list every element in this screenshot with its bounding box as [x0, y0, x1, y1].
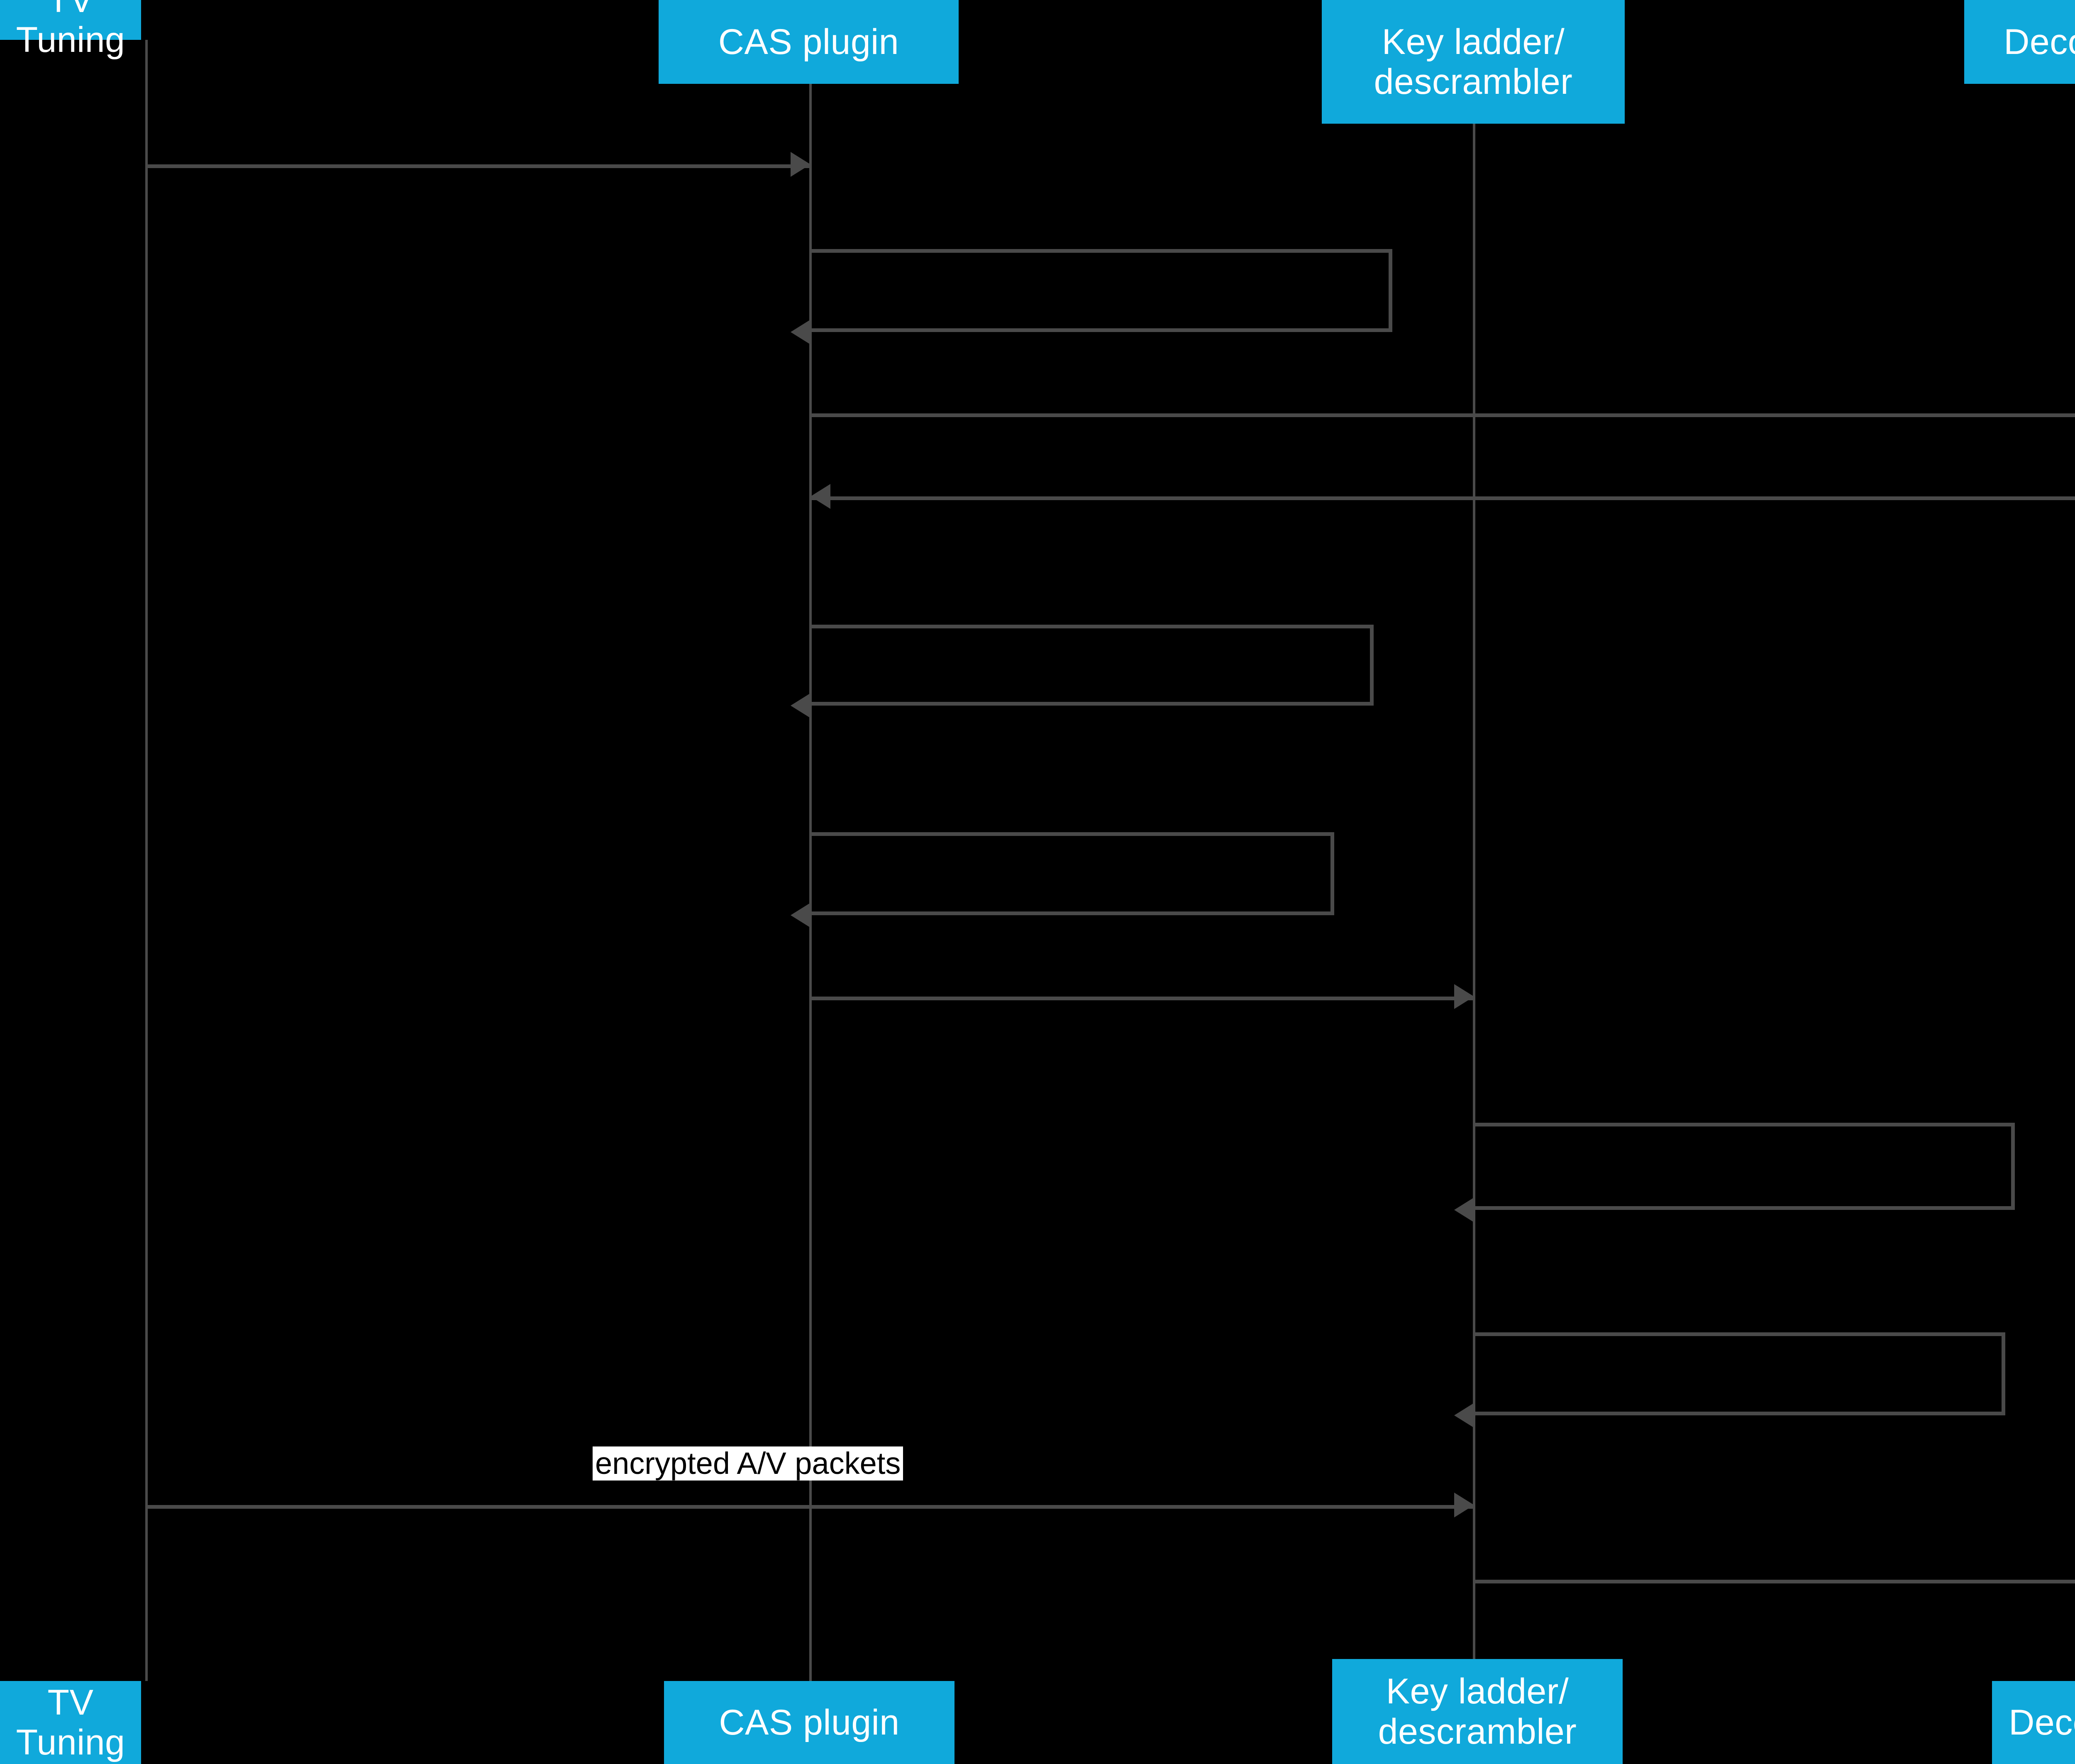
message-line-1-tv-tuning-to-cas-plugin: [146, 164, 810, 168]
lifeline-cas-plugin: [809, 84, 812, 1681]
self-message-2-cas-plugin: [810, 249, 1392, 332]
message-line-11-key-ladder-descrambler-to-decode-display: [1474, 1580, 2075, 1583]
message-line-3-cas-plugin-to-ca-headend: [810, 413, 2075, 417]
message-label-10: encrypted A/V packets: [593, 1446, 903, 1481]
lifeline-key-ladder-descrambler: [1473, 124, 1475, 1659]
arrow-head-left-message-6: [791, 903, 810, 928]
participant-header-decode-display[interactable]: Decode, display: [1964, 0, 2075, 84]
message-line-7-cas-plugin-to-key-ladder-descrambler: [810, 997, 1474, 1000]
self-message-6-cas-plugin: [810, 832, 1334, 915]
self-message-5-cas-plugin: [810, 625, 1374, 706]
participant-header-cas-plugin[interactable]: CAS plugin: [659, 0, 959, 84]
participant-footer-decode-display[interactable]: Decode, display: [1992, 1681, 2075, 1764]
message-line-4-ca-headend-to-cas-plugin: [810, 496, 2075, 500]
arrow-head-left-message-9: [1454, 1403, 1474, 1428]
participant-footer-key-ladder-descrambler[interactable]: Key ladder/ descrambler: [1332, 1659, 1623, 1764]
self-message-8-key-ladder-descrambler: [1474, 1123, 2015, 1210]
self-message-9-key-ladder-descrambler: [1474, 1332, 2005, 1415]
arrow-head-left-message-8: [1454, 1197, 1474, 1222]
participant-header-tv-tuning[interactable]: TV Tuning: [0, 0, 141, 60]
lifeline-tv-tuning: [145, 40, 148, 1681]
arrow-head-left-message-2: [791, 320, 810, 344]
participant-footer-cas-plugin[interactable]: CAS plugin: [664, 1681, 954, 1764]
arrow-head-right-message-1: [791, 152, 810, 177]
arrow-head-left-message-4: [810, 484, 830, 509]
arrow-head-right-message-10: [1454, 1493, 1474, 1517]
participant-footer-tv-tuning[interactable]: TV Tuning: [0, 1681, 141, 1764]
participant-header-key-ladder-descrambler[interactable]: Key ladder/ descrambler: [1322, 0, 1625, 124]
arrow-head-left-message-5: [791, 693, 810, 718]
message-line-10-tv-tuning-to-key-ladder-descrambler: [146, 1505, 1474, 1509]
arrow-head-right-message-7: [1454, 984, 1474, 1009]
